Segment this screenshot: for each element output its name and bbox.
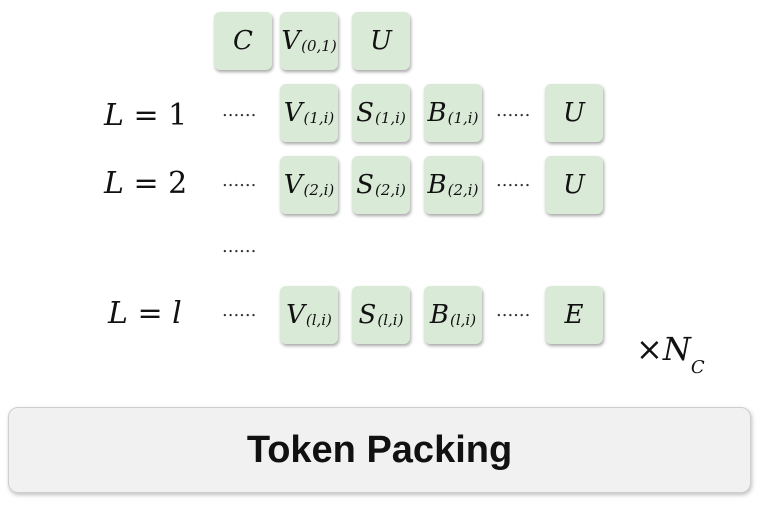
ellipsis-middle: ...... bbox=[222, 236, 257, 257]
row-label-l: L = l bbox=[108, 296, 182, 331]
token-symbol: V bbox=[283, 170, 303, 200]
label-eq: = bbox=[127, 296, 173, 331]
token-s-l: S(l,i) bbox=[352, 286, 410, 344]
token-symbol: V bbox=[281, 26, 301, 56]
token-symbol: U bbox=[370, 26, 392, 56]
token-subscript: (2,i) bbox=[303, 181, 335, 199]
multiplier-var: N bbox=[662, 330, 691, 368]
token-end-2: U bbox=[545, 156, 603, 214]
token-subscript: (l,i) bbox=[305, 311, 332, 329]
label-val: 1 bbox=[168, 98, 188, 133]
token-subscript: (1,i) bbox=[303, 109, 335, 127]
token-symbol: S bbox=[356, 170, 374, 200]
token-v-l: V(l,i) bbox=[280, 286, 338, 344]
token-subscript: (2,i) bbox=[374, 181, 406, 199]
token-symbol: B bbox=[427, 170, 447, 200]
token-symbol: U bbox=[563, 98, 585, 128]
token-symbol: V bbox=[283, 98, 303, 128]
token-subscript: (0,1) bbox=[301, 37, 337, 55]
token-symbol: S bbox=[356, 98, 374, 128]
token-symbol: B bbox=[427, 98, 447, 128]
token-b-l: B(l,i) bbox=[424, 286, 482, 344]
token-end-l: E bbox=[545, 286, 603, 344]
ellipsis-left-l: ...... bbox=[222, 300, 257, 321]
multiplier-nc: ×NC bbox=[636, 330, 705, 378]
ellipsis-left-2: ...... bbox=[222, 170, 257, 191]
label-val: l bbox=[172, 296, 182, 331]
times-sign: × bbox=[636, 330, 663, 368]
token-symbol: C bbox=[233, 26, 253, 56]
token-packing-label: Token Packing bbox=[246, 428, 513, 471]
token-v-1: V(1,i) bbox=[280, 84, 338, 142]
token-b-1: B(1,i) bbox=[424, 84, 482, 142]
token-symbol: B bbox=[429, 300, 450, 330]
token-subscript: (l,i) bbox=[450, 311, 477, 329]
label-var: L bbox=[104, 166, 124, 201]
label-val: 2 bbox=[168, 166, 188, 201]
token-subscript: (1,i) bbox=[374, 109, 406, 127]
label-eq: = bbox=[123, 98, 169, 133]
token-c: C bbox=[214, 12, 272, 70]
row-label-2: L = 2 bbox=[104, 166, 187, 201]
multiplier-sub: C bbox=[690, 357, 705, 379]
ellipsis-left-1: ...... bbox=[222, 100, 257, 121]
token-symbol: S bbox=[358, 300, 377, 330]
token-subscript: (l,i) bbox=[377, 311, 404, 329]
token-b-2: B(2,i) bbox=[424, 156, 482, 214]
ellipsis-right-1: ...... bbox=[496, 100, 531, 121]
token-v-0-1: V(0,1) bbox=[280, 12, 338, 70]
token-s-2: S(2,i) bbox=[352, 156, 410, 214]
token-symbol: V bbox=[286, 300, 305, 330]
ellipsis-right-2: ...... bbox=[496, 170, 531, 191]
label-var: L bbox=[104, 98, 124, 133]
token-packing-box: Token Packing bbox=[8, 407, 751, 493]
token-v-2: V(2,i) bbox=[280, 156, 338, 214]
token-subscript: (2,i) bbox=[447, 181, 479, 199]
label-eq: = bbox=[123, 166, 169, 201]
token-s-1: S(1,i) bbox=[352, 84, 410, 142]
token-symbol: U bbox=[563, 170, 585, 200]
token-symbol: E bbox=[564, 300, 584, 330]
row-label-1: L = 1 bbox=[104, 98, 187, 133]
token-u-header: U bbox=[352, 12, 410, 70]
token-subscript: (1,i) bbox=[447, 109, 479, 127]
label-var: L bbox=[108, 296, 128, 331]
ellipsis-right-l: ...... bbox=[496, 300, 531, 321]
token-end-1: U bbox=[545, 84, 603, 142]
